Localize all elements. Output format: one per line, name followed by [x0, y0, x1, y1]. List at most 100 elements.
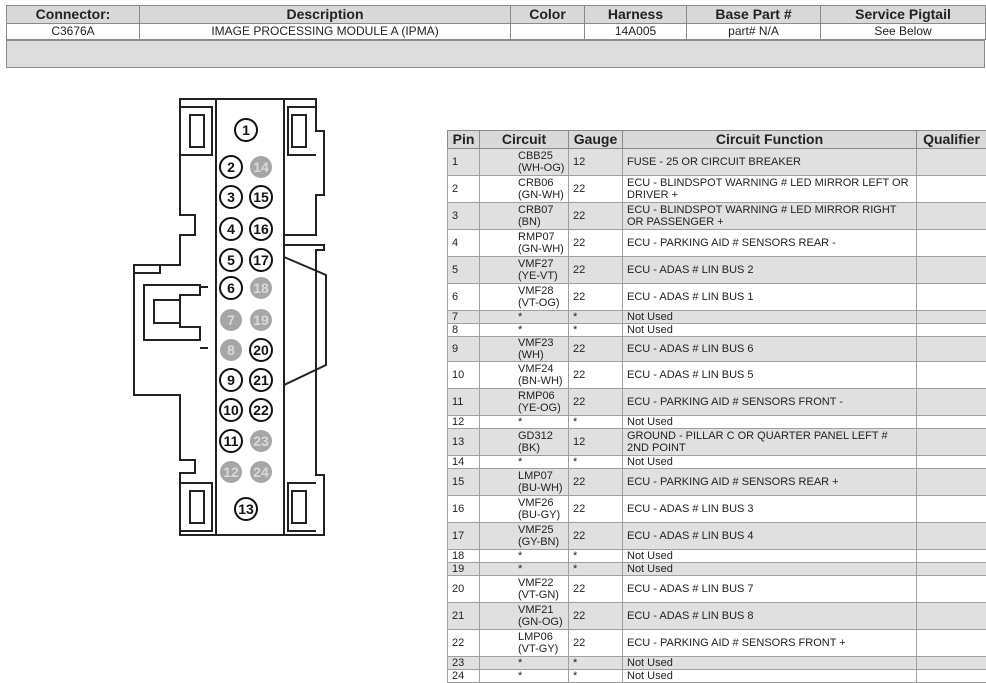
latch-top-left-inner	[190, 115, 204, 147]
circuit-cell: CRB06 (GN-WH)	[480, 176, 569, 203]
qualifier-cell	[917, 523, 986, 550]
pin-cell: 17	[448, 523, 480, 550]
pin-cell: 22	[448, 630, 480, 657]
pin-number: 8	[227, 342, 235, 358]
table-row: 12**Not Used	[448, 416, 986, 429]
pin-4: 4	[220, 218, 242, 240]
col-circuit-header: Circuit	[480, 131, 569, 149]
qualifier-cell	[917, 149, 986, 176]
qualifier-cell	[917, 284, 986, 311]
circuit-cell: *	[480, 657, 569, 670]
pin-number: 20	[253, 342, 269, 358]
function-cell: Not Used	[623, 563, 917, 576]
pin-number: 13	[238, 501, 254, 517]
gauge-cell: 22	[569, 203, 623, 230]
qualifier-cell	[917, 324, 986, 337]
pin-5: 5	[220, 249, 242, 271]
circuit-cell: VMF27 (YE-VT)	[480, 257, 569, 284]
table-row: 18**Not Used	[448, 550, 986, 563]
pin-cell: 9	[448, 337, 480, 362]
pin-18: 18	[250, 277, 272, 299]
connector-header-table: Connector: Description Color Harness Bas…	[6, 5, 986, 40]
function-cell: ECU - ADAS # LIN BUS 8	[623, 603, 917, 630]
gauge-cell: *	[569, 311, 623, 324]
function-cell: ECU - ADAS # LIN BUS 7	[623, 576, 917, 603]
gauge-cell: 22	[569, 176, 623, 203]
circuit-cell: *	[480, 563, 569, 576]
qualifier-cell	[917, 630, 986, 657]
connector-service-pigtail: See Below	[821, 24, 986, 40]
gauge-cell: 12	[569, 149, 623, 176]
gauge-cell: 22	[569, 576, 623, 603]
pin-number: 14	[253, 159, 269, 175]
qualifier-cell	[917, 670, 986, 683]
function-cell: Not Used	[623, 550, 917, 563]
header-service-pigtail-label: Service Pigtail	[821, 6, 986, 24]
side-lock-tab	[134, 265, 180, 273]
pin-cell: 11	[448, 389, 480, 416]
key-trapezoid	[284, 257, 326, 385]
header-description-label: Description	[140, 6, 511, 24]
circuit-cell: RMP07 (GN-WH)	[480, 230, 569, 257]
pin-3: 3	[220, 186, 242, 208]
pin-cell: 2	[448, 176, 480, 203]
gauge-cell: 22	[569, 337, 623, 362]
pin-number: 15	[253, 189, 269, 205]
col-qualifier-header: Qualifier	[917, 131, 986, 149]
function-cell: ECU - PARKING AID # SENSORS REAR -	[623, 230, 917, 257]
qualifier-cell	[917, 230, 986, 257]
pin-6: 6	[220, 277, 242, 299]
gauge-cell: 22	[569, 523, 623, 550]
pin-cell: 18	[448, 550, 480, 563]
function-cell: ECU - ADAS # LIN BUS 2	[623, 257, 917, 284]
function-cell: ECU - ADAS # LIN BUS 1	[623, 284, 917, 311]
pin-number: 17	[253, 252, 269, 268]
connector-color	[511, 24, 585, 40]
circuit-cell: VMF25 (GY-BN)	[480, 523, 569, 550]
pin-number: 22	[253, 402, 269, 418]
header-color-label: Color	[511, 6, 585, 24]
pin-9: 9	[220, 369, 242, 391]
gauge-cell: 22	[569, 469, 623, 496]
col-function-header: Circuit Function	[623, 131, 917, 149]
pin-22: 22	[250, 399, 272, 421]
pin-number: 21	[253, 372, 269, 388]
qualifier-cell	[917, 416, 986, 429]
connector-harness: 14A005	[585, 24, 687, 40]
pin-cell: 1	[448, 149, 480, 176]
function-cell: Not Used	[623, 456, 917, 469]
pin-number: 19	[253, 312, 269, 328]
pin-cell: 5	[448, 257, 480, 284]
circuit-cell: LMP07 (BU-WH)	[480, 469, 569, 496]
circuit-cell: VMF26 (BU-GY)	[480, 496, 569, 523]
pin-15: 15	[250, 186, 272, 208]
qualifier-cell	[917, 389, 986, 416]
function-cell: ECU - BLINDSPOT WARNING # LED MIRROR LEF…	[623, 176, 917, 203]
circuit-cell: VMF28 (VT-OG)	[480, 284, 569, 311]
function-cell: ECU - ADAS # LIN BUS 3	[623, 496, 917, 523]
qualifier-cell	[917, 496, 986, 523]
gauge-cell: 22	[569, 603, 623, 630]
side-lock-slot	[154, 300, 180, 323]
function-cell: Not Used	[623, 324, 917, 337]
pin-number: 9	[227, 372, 235, 388]
header-base-part-label: Base Part #	[687, 6, 821, 24]
function-cell: Not Used	[623, 657, 917, 670]
function-cell: Not Used	[623, 311, 917, 324]
circuit-cell: VMF23 (WH)	[480, 337, 569, 362]
connector-description: IMAGE PROCESSING MODULE A (IPMA)	[140, 24, 511, 40]
gauge-cell: 22	[569, 389, 623, 416]
pin-cell: 8	[448, 324, 480, 337]
pin-number: 7	[227, 312, 235, 328]
pin-cell: 6	[448, 284, 480, 311]
header-harness-label: Harness	[585, 6, 687, 24]
circuit-cell: *	[480, 311, 569, 324]
function-cell: ECU - PARKING AID # SENSORS REAR +	[623, 469, 917, 496]
qualifier-cell	[917, 603, 986, 630]
